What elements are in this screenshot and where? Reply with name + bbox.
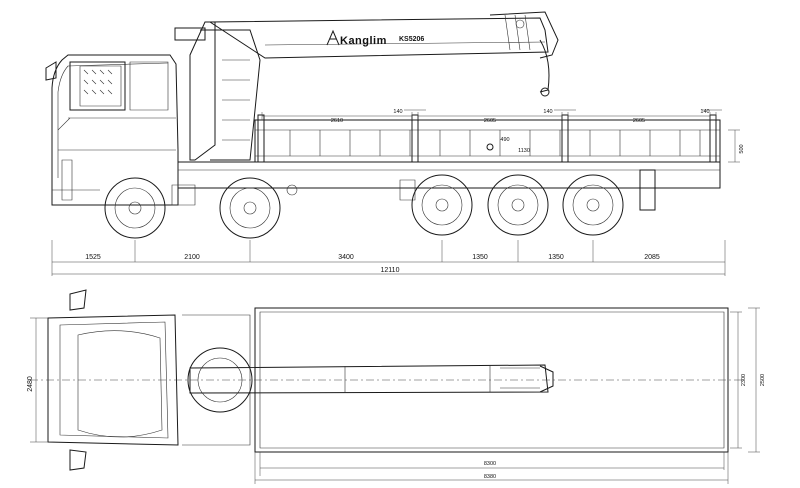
top-view: 2480 2300 2500 8300 8380 — [27, 289, 766, 484]
brand-logo: Kanglim KS5206 — [326, 29, 424, 47]
cab-top — [47, 289, 251, 471]
side-view: Kanglim KS5206 — [45, 11, 745, 276]
wheels-side — [104, 174, 624, 239]
model-number: KS5206 — [399, 36, 424, 43]
wheel — [411, 174, 473, 236]
dim-axle-4-5: 1350 — [548, 254, 564, 261]
dim-axle-1-2: 2100 — [184, 254, 200, 261]
wheel — [562, 174, 624, 236]
dim-axle-2-3: 3400 — [338, 254, 354, 261]
dim-rear-overhang: 2085 — [644, 254, 660, 261]
cargo-bed-top — [30, 307, 745, 453]
wheel — [487, 174, 549, 236]
dim-bed-outer-width: 2500 — [760, 374, 766, 386]
crane-side — [174, 11, 559, 161]
brand-name: Kanglim — [340, 35, 387, 47]
dim-small-1130: 1130 — [518, 148, 530, 154]
dim-axle-3-4: 1350 — [472, 254, 488, 261]
wheel — [104, 177, 166, 239]
chassis-side — [178, 114, 721, 211]
side-dimensions: 1525 2100 3400 1350 1350 2085 12110 2610… — [51, 109, 745, 276]
kanglim-logo-mark — [326, 29, 340, 46]
dim-overall-length: 12110 — [381, 267, 400, 274]
dim-bed-section-1: 2610 — [331, 118, 343, 124]
cab-side — [45, 54, 179, 206]
dim-gap-1: 140 — [393, 109, 402, 115]
dim-small-490: 490 — [500, 137, 509, 143]
top-dimensions: 2480 2300 2500 8300 8380 — [27, 307, 766, 484]
dim-bed-inner-width: 2300 — [741, 374, 747, 386]
dim-front-overhang: 1525 — [85, 254, 101, 261]
wheel — [219, 177, 281, 239]
dim-bed-section-2: 2605 — [484, 118, 496, 124]
dim-bed-section-3: 2605 — [633, 118, 645, 124]
dim-gap-2: 140 — [543, 109, 552, 115]
dim-side-height: 500 — [739, 144, 745, 153]
dim-cab-width: 2480 — [27, 376, 34, 392]
dim-gap-3: 140 — [700, 109, 709, 115]
dim-bed-outer-length: 8380 — [484, 474, 496, 480]
dim-bed-inner-length: 8300 — [484, 461, 496, 467]
